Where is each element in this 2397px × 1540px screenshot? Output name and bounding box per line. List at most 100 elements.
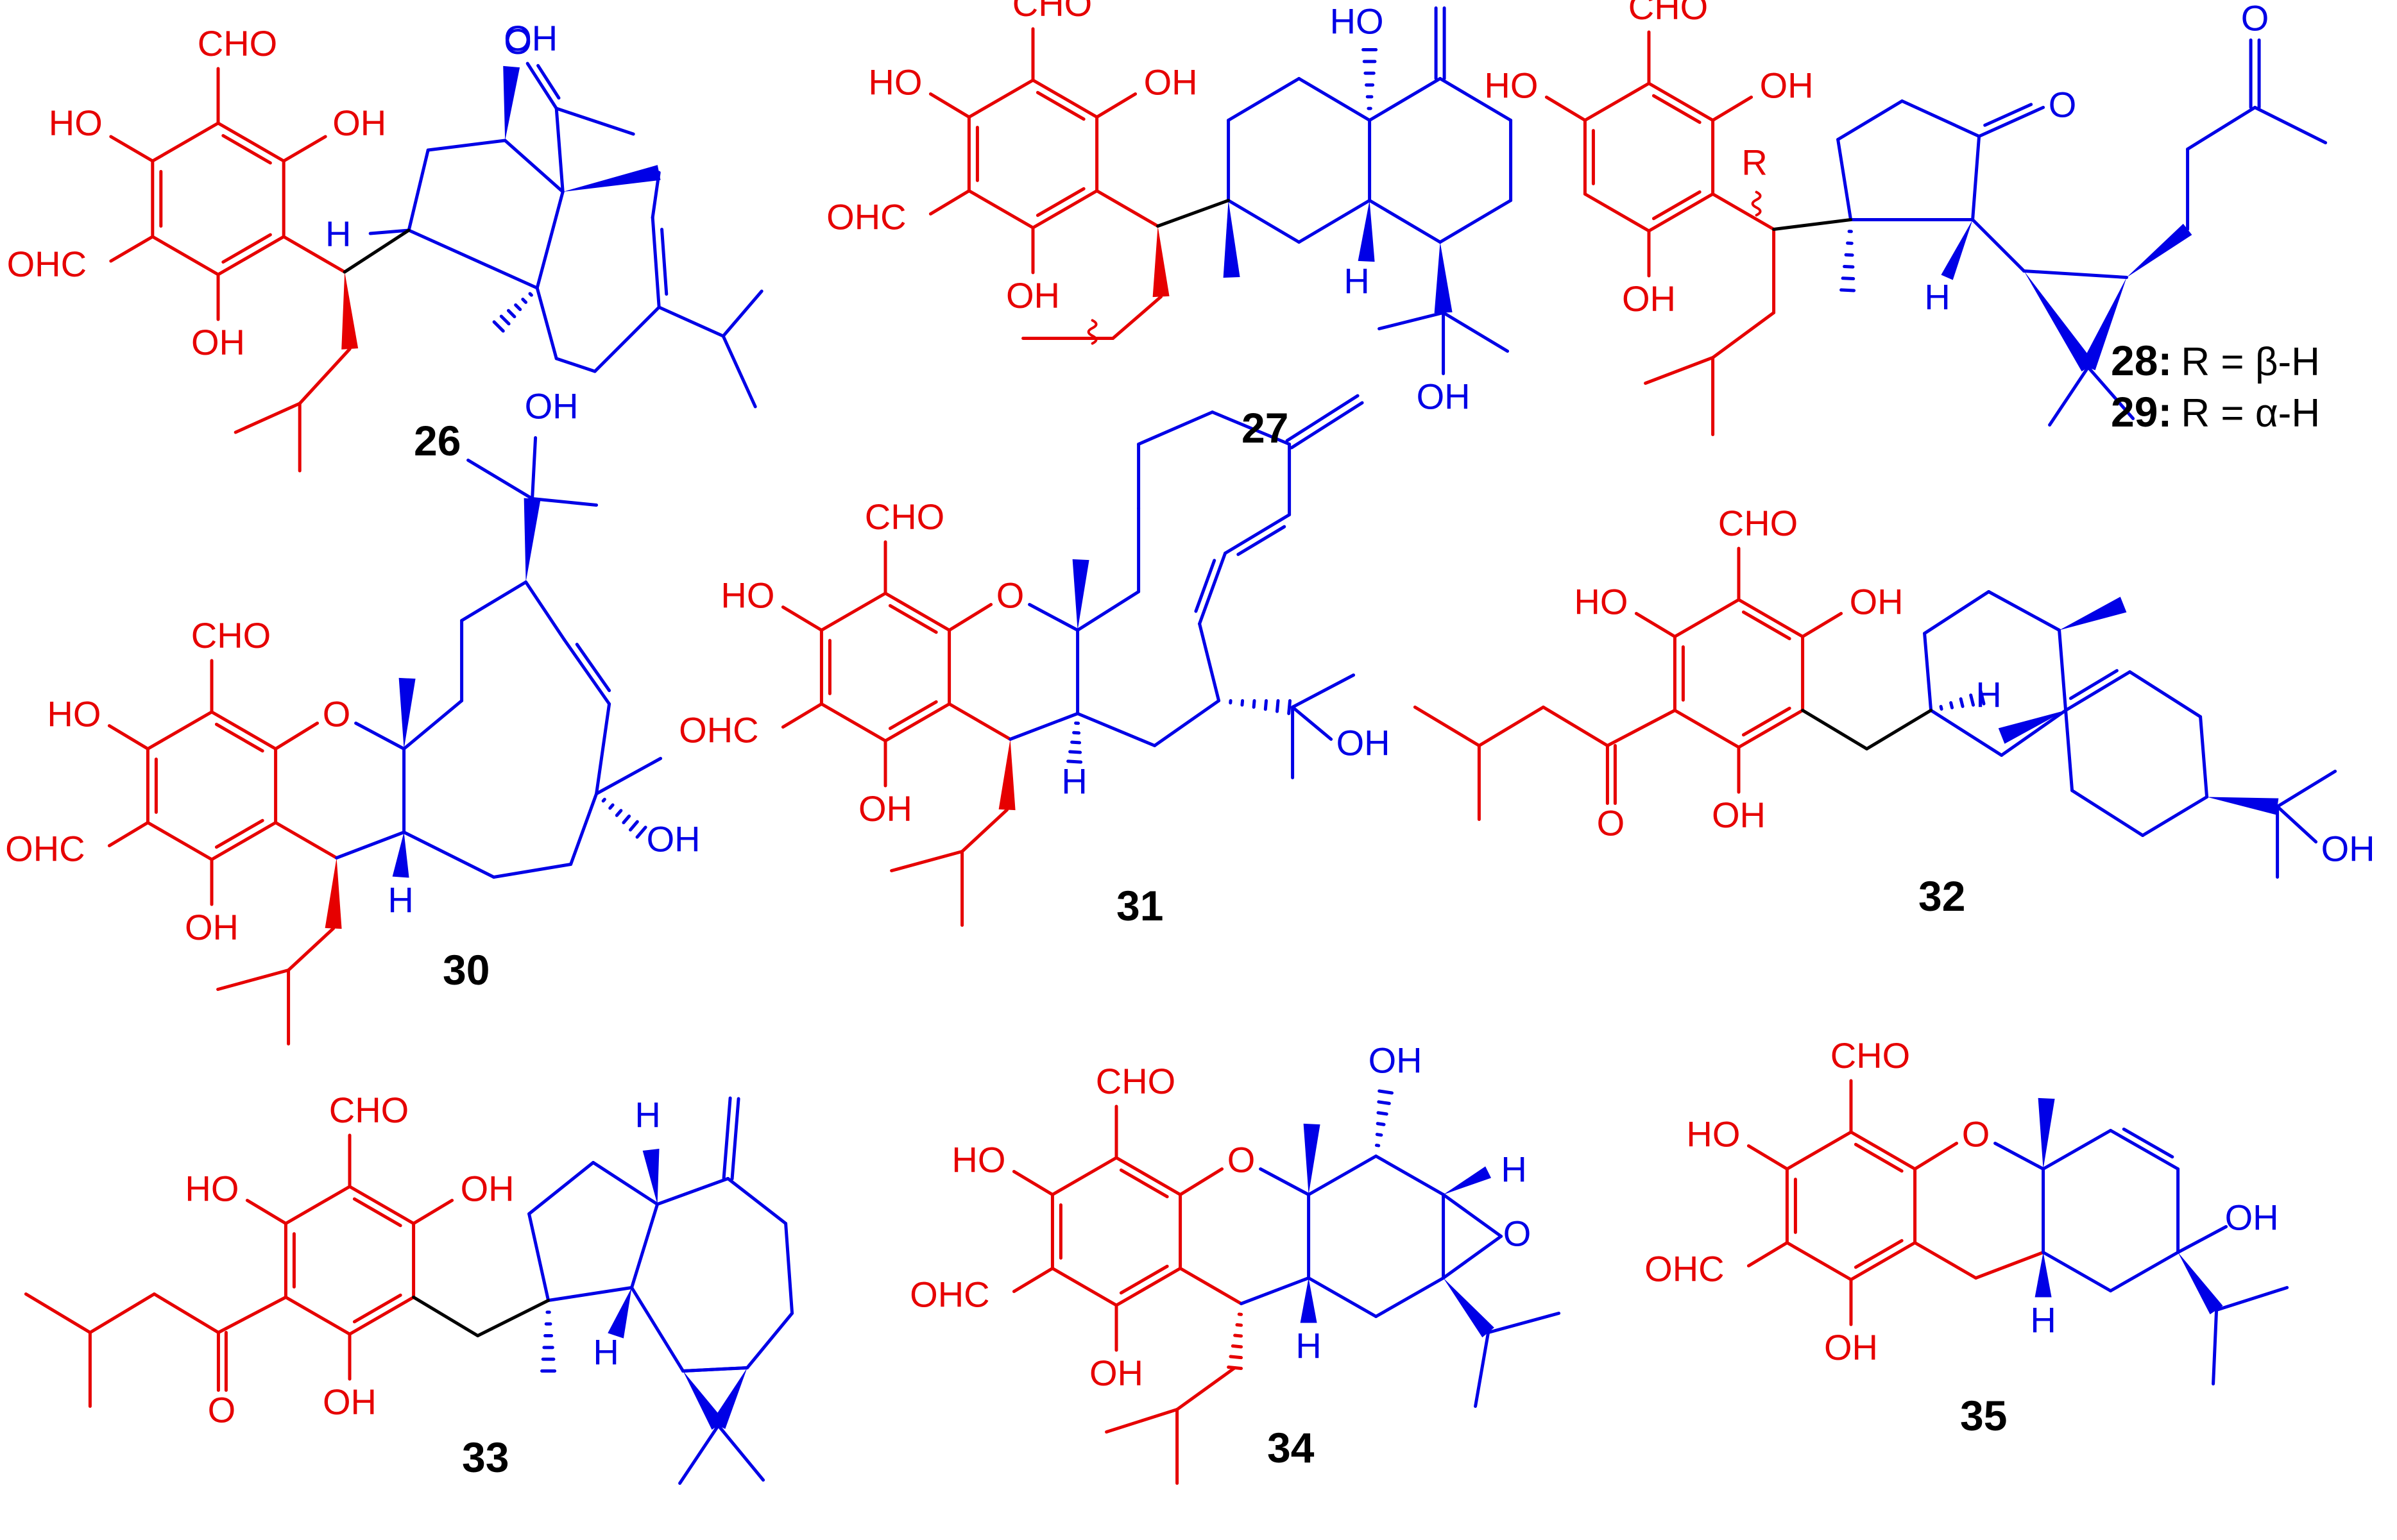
bond [2048, 366, 2090, 427]
bond [1974, 1251, 2045, 1280]
atom-label: CHO [1830, 1035, 1910, 1076]
bond [1198, 622, 1221, 702]
bond [928, 92, 971, 119]
bond [1072, 731, 1081, 735]
bond [1971, 135, 1981, 221]
bond [216, 235, 286, 276]
atom-label: OH [1712, 795, 1766, 835]
bond [888, 700, 938, 731]
bond [2086, 366, 2135, 420]
atom-label: H [1295, 1326, 1321, 1366]
bond [554, 106, 635, 136]
bond [1095, 189, 1160, 228]
bond [1031, 189, 1099, 230]
atom-label: OH [2225, 1197, 2279, 1238]
bond [1240, 1276, 1311, 1305]
bond [1929, 709, 2004, 757]
bond [287, 927, 336, 972]
bond [630, 1286, 685, 1373]
bond [722, 1096, 732, 1180]
bond [1711, 96, 1753, 122]
bond [721, 334, 757, 409]
bond [348, 1185, 416, 1225]
atom-label: OH [323, 1382, 377, 1422]
atom-label: O [1962, 1114, 1990, 1155]
bond [284, 1185, 352, 1225]
bond [210, 821, 278, 861]
bond [1111, 295, 1163, 340]
bond [109, 235, 155, 263]
bond [1227, 77, 1301, 122]
atom-label: H [635, 1095, 660, 1135]
bond [1076, 590, 1141, 632]
bond [1175, 1366, 1237, 1411]
bond [1969, 693, 1975, 707]
bond [531, 497, 599, 507]
bond [1374, 1276, 1446, 1318]
bond [1119, 1168, 1169, 1199]
bond [1987, 590, 2061, 632]
bond [426, 139, 507, 152]
atom-label: OH [1622, 278, 1676, 319]
bond [1105, 1408, 1179, 1434]
bond [407, 148, 430, 232]
bond [1741, 610, 1791, 641]
bond [2186, 106, 2257, 151]
atom-label: OHC [5, 829, 85, 869]
bond [1307, 1155, 1378, 1196]
bond [146, 710, 214, 750]
bond [1137, 410, 1215, 446]
bond [499, 314, 511, 326]
bond [1036, 90, 1086, 121]
bond [1194, 559, 1216, 613]
atom-label: CHO [1628, 0, 1708, 27]
atom-label: H [2030, 1300, 2056, 1341]
bond [563, 638, 611, 706]
bond [1285, 394, 1360, 443]
wedge-bond [998, 739, 1016, 811]
bond [730, 1097, 740, 1181]
wedge-bond [1443, 1166, 1492, 1195]
atom-label: OH [504, 18, 558, 58]
bond [554, 106, 565, 194]
bond [234, 402, 302, 434]
bond [466, 459, 534, 500]
atom-label: CHO [191, 615, 271, 656]
bond [595, 702, 611, 795]
bond [24, 1292, 92, 1334]
atom-label: OH [1336, 723, 1390, 763]
bond [1993, 1142, 2045, 1171]
bond [210, 710, 278, 750]
atom-label: R [1741, 142, 1767, 183]
terpene-bonds [335, 6, 2337, 1485]
atom-label: OH [1144, 62, 1198, 103]
bond [1651, 94, 1702, 124]
compound-number-33: 33 [462, 1434, 509, 1481]
wedge-bond [1941, 219, 1973, 280]
bond [536, 63, 561, 100]
note-29: 29:R = α-H [2111, 388, 2320, 436]
bond [575, 643, 611, 693]
bond [1544, 96, 1587, 122]
bond [1971, 218, 2026, 273]
bond [1836, 99, 1904, 141]
bond [535, 190, 565, 290]
bond [601, 797, 606, 803]
bond [784, 1222, 794, 1315]
bond [506, 309, 516, 319]
bond [107, 821, 149, 847]
bond [1836, 138, 1853, 221]
atom-label: OHC [1644, 1249, 1724, 1289]
bond [88, 1292, 156, 1334]
bond [819, 591, 887, 632]
wedge-bond [1223, 200, 1240, 278]
bond [1711, 192, 1776, 231]
wedge-bond [1303, 1123, 1320, 1195]
bond [282, 135, 327, 163]
bond [1651, 190, 1702, 221]
atom-label: O [1227, 1140, 1256, 1180]
bond [1839, 288, 1856, 292]
wedge-bond [1152, 226, 1170, 298]
bond [1377, 1100, 1391, 1105]
bond [1438, 199, 1513, 244]
